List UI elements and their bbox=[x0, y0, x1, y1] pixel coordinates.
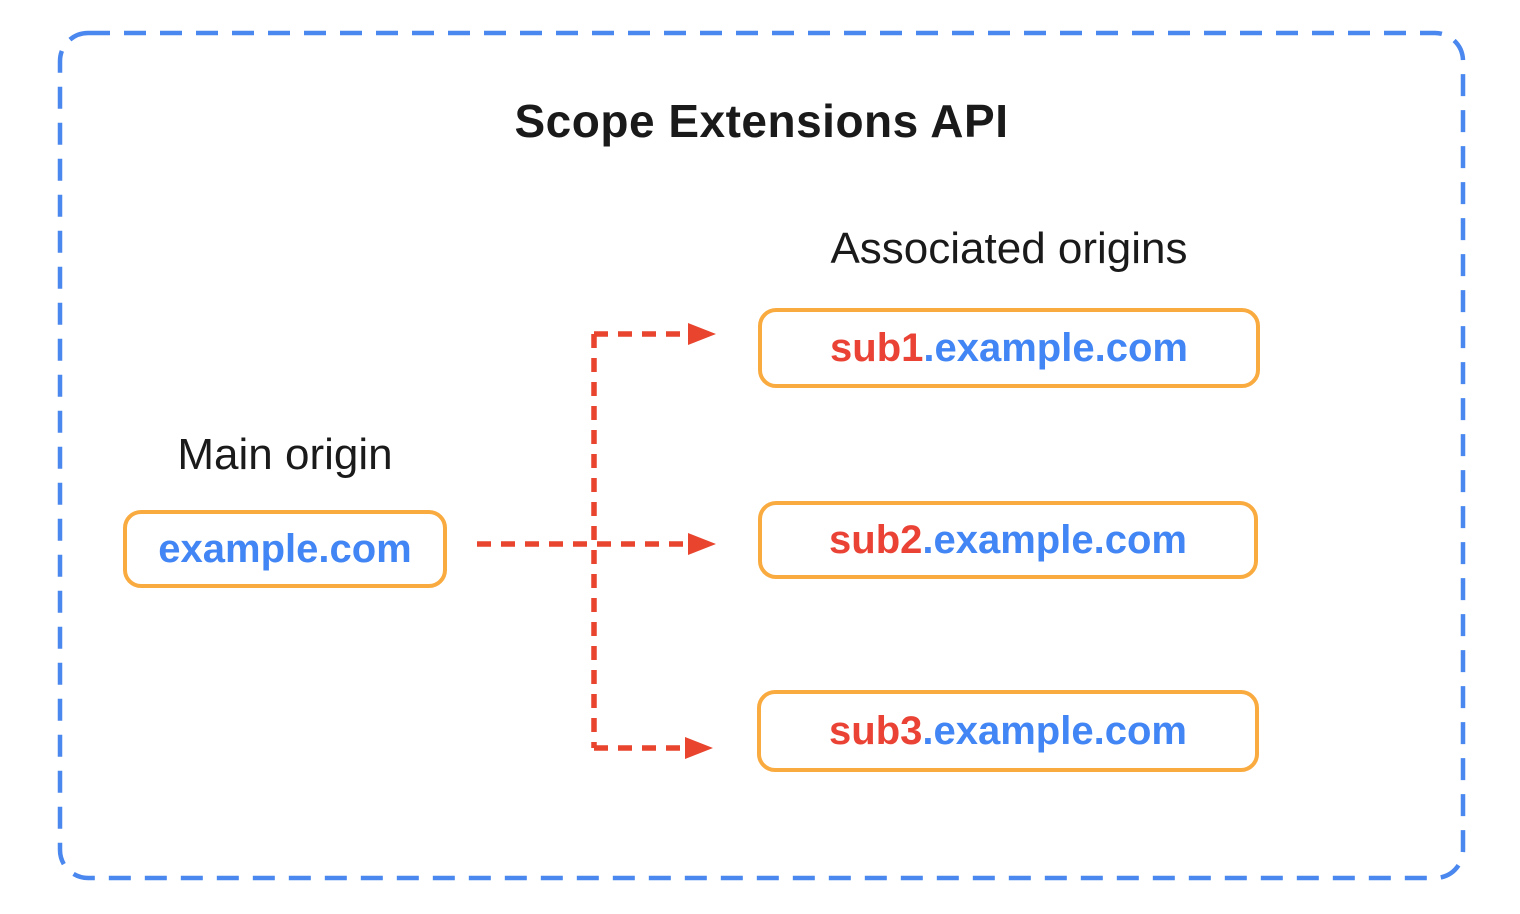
arrowhead-sub1-icon bbox=[688, 323, 716, 345]
sub1-suffix: .example.com bbox=[923, 325, 1188, 370]
associated-origins-label: Associated origins bbox=[830, 224, 1188, 273]
sub2-subdomain: sub2 bbox=[829, 517, 923, 562]
arrowhead-sub2-icon bbox=[688, 533, 716, 555]
associated-origin-box-sub3: sub3.example.com bbox=[757, 690, 1259, 772]
sub3-suffix: .example.com bbox=[922, 708, 1187, 753]
associated-origin-box-sub2: sub2.example.com bbox=[758, 501, 1258, 579]
sub1-subdomain: sub1 bbox=[830, 325, 924, 370]
arrowhead-sub3-icon bbox=[685, 737, 713, 759]
main-origin-box: example.com bbox=[123, 510, 447, 588]
main-origin-domain: example.com bbox=[158, 526, 412, 571]
main-origin-label: Main origin bbox=[177, 430, 393, 479]
associated-origin-box-sub1: sub1.example.com bbox=[758, 308, 1260, 388]
sub3-subdomain: sub3 bbox=[829, 708, 923, 753]
diagram-title: Scope Extensions API bbox=[514, 95, 1009, 147]
sub2-suffix: .example.com bbox=[922, 517, 1187, 562]
